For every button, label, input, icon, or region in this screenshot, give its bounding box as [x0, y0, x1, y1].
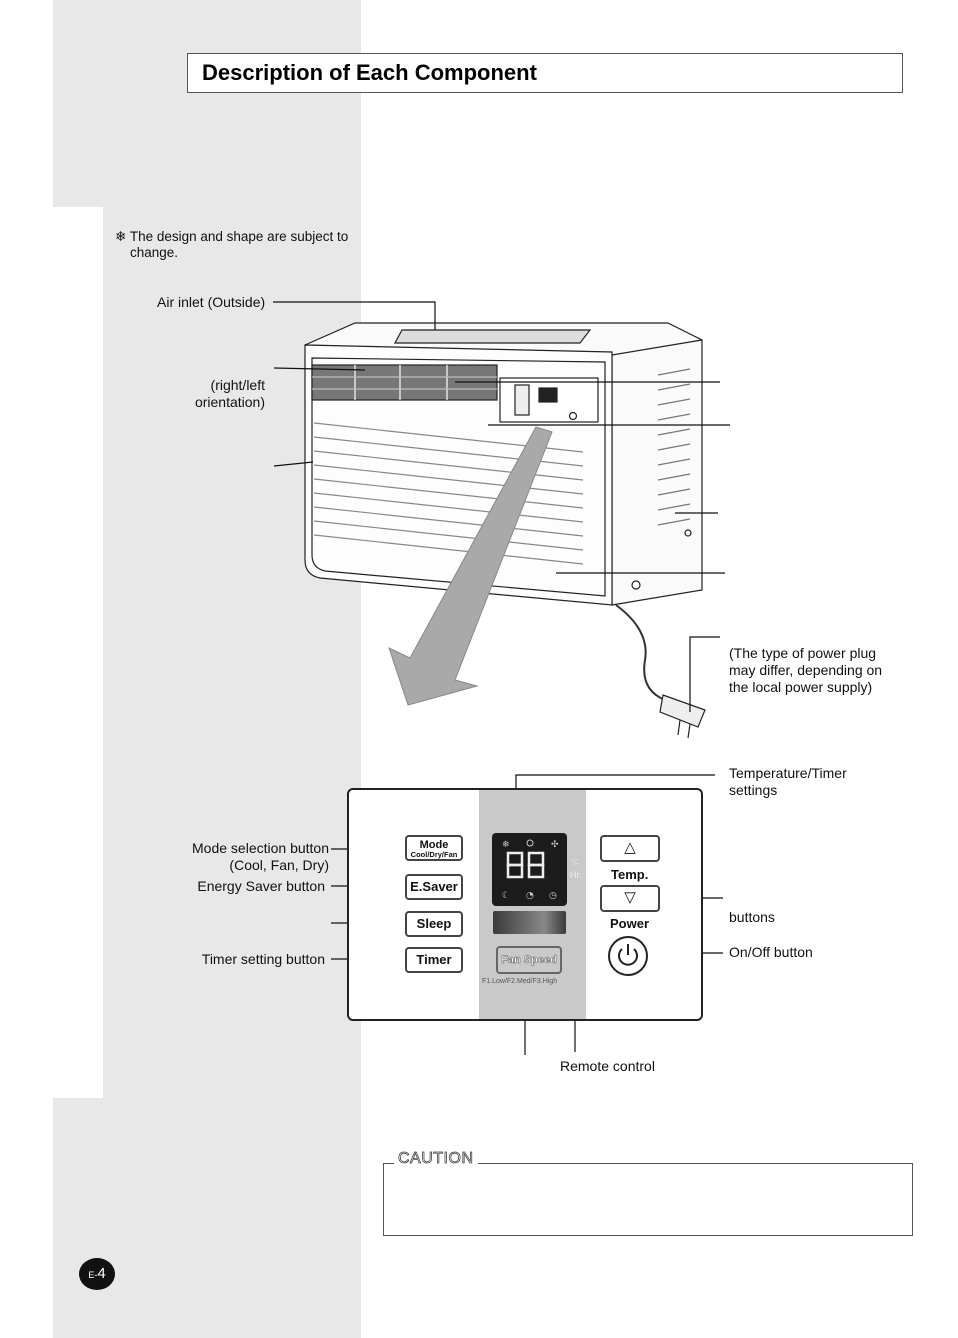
up-arrow-icon: △	[624, 839, 636, 856]
label-power-plug: (The type of power plug may differ, depe…	[729, 645, 882, 696]
esaver-button[interactable]: E.Saver	[405, 874, 463, 900]
power-icon	[610, 938, 646, 974]
caution-title: CAUTION	[394, 1150, 478, 1168]
label-air-inlet: Air inlet (Outside)	[157, 294, 265, 311]
fan-speed-legend: F1.Low/F2.Med/F3.High	[482, 978, 557, 985]
page-number-badge: E-4	[79, 1258, 115, 1290]
label-mode-selection: Mode selection button (Cool, Fan, Dry)	[150, 840, 329, 874]
cool-icon: ❄	[502, 839, 510, 849]
plug-line3: the local power supply)	[729, 679, 872, 695]
led-display: ❄ ✣ ☾ ◔ ◷ °F	[492, 833, 567, 906]
label-orientation: (right/left orientation)	[180, 377, 265, 411]
orientation-line2: orientation)	[195, 394, 265, 410]
caution-box	[383, 1163, 913, 1236]
sleep-button[interactable]: Sleep	[405, 911, 463, 937]
label-onoff: On/Off button	[729, 944, 813, 961]
temp-timer-line2: settings	[729, 782, 777, 798]
control-panel: Mode Cool/Dry/Fan E.Saver Sleep Timer ❄ …	[347, 788, 703, 1021]
down-arrow-icon: ▽	[624, 889, 636, 906]
dry-icon	[527, 840, 533, 846]
orientation-line1: (right/left	[211, 377, 265, 393]
temp-timer-line1: Temperature/Timer	[729, 765, 847, 781]
label-buttons: buttons	[729, 909, 775, 926]
seven-seg-digits	[508, 853, 543, 877]
display-icons: ❄ ✣ ☾ ◔ ◷	[492, 833, 567, 906]
power-label: Power	[610, 916, 649, 931]
plug-line2: may differ, depending on	[729, 662, 882, 678]
sleep-icon: ☾	[502, 891, 510, 901]
plug-line1: (The type of power plug	[729, 645, 876, 661]
label-remote-control: Remote control	[560, 1058, 655, 1075]
label-temp-timer: Temperature/Timer settings	[729, 765, 847, 799]
temp-down-button[interactable]: ▽	[600, 885, 660, 912]
power-button[interactable]	[608, 936, 648, 976]
temp-up-button[interactable]: △	[600, 835, 660, 862]
fan-icon: ✣	[551, 839, 559, 849]
timer-button[interactable]: Timer	[405, 947, 463, 973]
remote-sensor-window	[493, 911, 566, 934]
page-number: 4	[97, 1265, 105, 1282]
fan-speed-button[interactable]: Fan Speed	[496, 946, 562, 974]
mode-button[interactable]: Mode Cool/Dry/Fan	[405, 835, 463, 861]
esaver-icon: ◔	[526, 891, 534, 901]
mode-line1: Mode selection button	[192, 840, 329, 856]
timer-icon: ◷	[549, 891, 557, 901]
unit-f: °F	[570, 858, 579, 868]
label-energy-saver: Energy Saver button	[150, 878, 325, 895]
label-timer-setting: Timer setting button	[150, 951, 325, 968]
temp-label: Temp.	[611, 867, 648, 882]
unit-hr: Hr.	[570, 870, 582, 880]
page-prefix: E-	[88, 1270, 97, 1280]
mode-button-sub: Cool/Dry/Fan	[407, 851, 461, 859]
mode-line2: (Cool, Fan, Dry)	[229, 857, 329, 873]
